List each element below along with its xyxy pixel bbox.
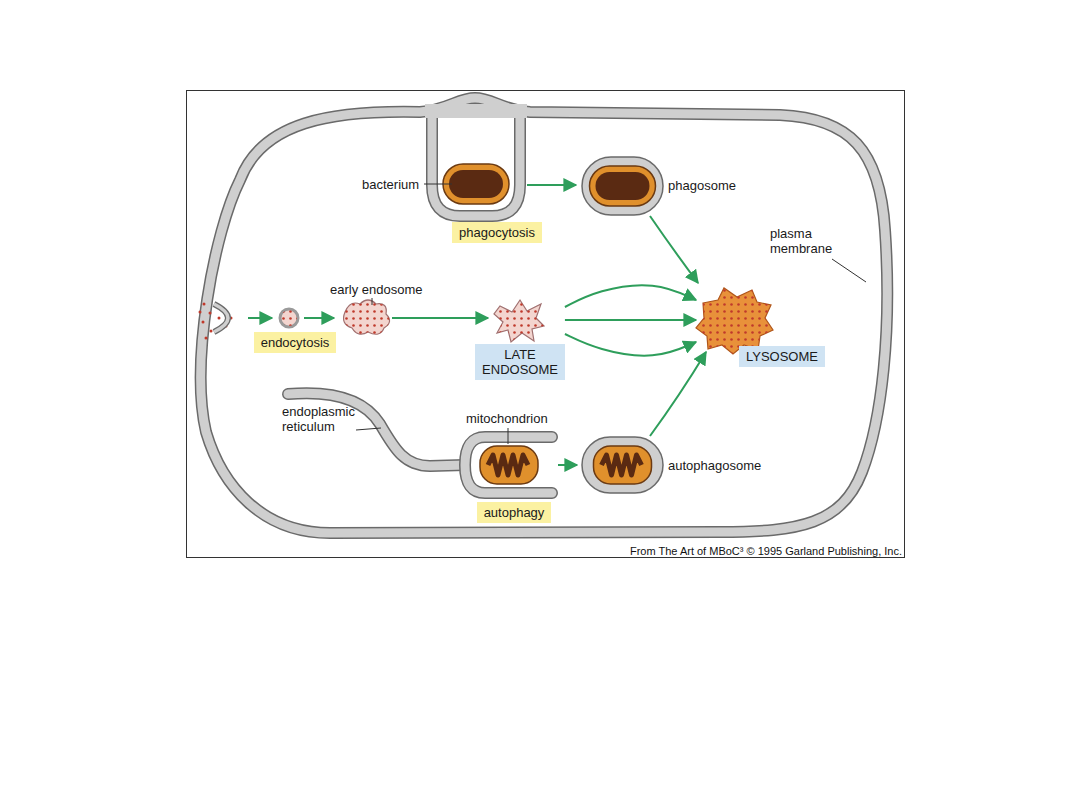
early-endosome-shape	[344, 300, 390, 334]
compartment-node: LYSOSOME	[696, 288, 825, 367]
bacterium-inside	[590, 166, 656, 206]
structure-label: endoplasmic reticulum	[282, 404, 372, 434]
structure-label: bacterium	[362, 177, 419, 192]
vesicle-content	[281, 310, 297, 326]
illustration-part	[205, 337, 208, 340]
figure-caption: From The Art of MBoC³ © 1995 Garland Pub…	[630, 545, 902, 557]
illustration-part	[199, 311, 202, 314]
membrane-join	[425, 104, 527, 118]
late-endosome-shape	[494, 300, 544, 342]
flow-arrow	[558, 464, 577, 466]
phagosome-shape	[582, 157, 663, 215]
node-text: endocytosis	[254, 332, 337, 353]
mitochondrion-inside	[594, 446, 652, 484]
flow-arrow	[392, 317, 488, 319]
autophagosome-shape	[582, 437, 663, 493]
illustration-part	[218, 317, 221, 320]
illustration-part	[209, 312, 212, 315]
isolation-membrane	[465, 437, 552, 493]
node-text: autophagy	[477, 502, 552, 523]
structure-label: early endosome	[330, 282, 423, 297]
leader-line	[372, 298, 373, 305]
illustration-part	[210, 330, 213, 333]
phagocytic-cup	[432, 112, 520, 216]
lysosome-content	[696, 288, 773, 354]
leader-line	[832, 259, 866, 282]
structure-label: mitochondrion	[466, 411, 548, 426]
bacterium-shape	[443, 164, 509, 204]
lysosome-shape	[696, 288, 773, 354]
compartment-node: LATE ENDOSOME	[475, 300, 565, 380]
flow-arrow	[304, 317, 334, 319]
mitochondrion-shape	[480, 446, 538, 484]
leader-line	[424, 184, 452, 185]
coated-pit	[214, 304, 228, 332]
process-label-box: endocytosis	[254, 332, 337, 353]
plasma-membrane	[201, 98, 887, 533]
leader-line	[508, 428, 509, 444]
flow-arrow	[527, 184, 576, 186]
flow-arrow	[650, 216, 698, 283]
flow-arrow	[650, 352, 706, 436]
isolation-membrane-core	[465, 437, 552, 493]
structure-label: phagosome	[668, 178, 736, 193]
node-text: LATE ENDOSOME	[475, 344, 565, 380]
node-text: phagocytosis	[452, 222, 542, 243]
extracellular-particles	[199, 303, 233, 340]
node-text: LYSOSOME	[739, 346, 825, 367]
transport-arrow	[565, 319, 696, 321]
endocytic-vesicle	[280, 309, 298, 327]
structure-label: autophagosome	[668, 458, 761, 473]
early-endosome-content	[344, 300, 390, 334]
illustration-part	[203, 303, 206, 306]
transport-arrow	[565, 285, 696, 307]
process-label-box: phagocytosis	[452, 222, 542, 243]
phagocytic-cup-core	[432, 112, 520, 216]
structure-label: plasma membrane	[770, 226, 842, 256]
flow-arrow	[248, 317, 272, 319]
plasma-membrane-core	[201, 98, 887, 533]
late-endosome-content	[494, 300, 544, 342]
transport-arrow	[565, 334, 696, 356]
illustration-part	[202, 321, 205, 324]
coated-pit-core	[214, 304, 228, 332]
figure-frame	[187, 91, 905, 558]
process-label-box: autophagy	[477, 502, 552, 523]
leader-line	[356, 428, 381, 430]
